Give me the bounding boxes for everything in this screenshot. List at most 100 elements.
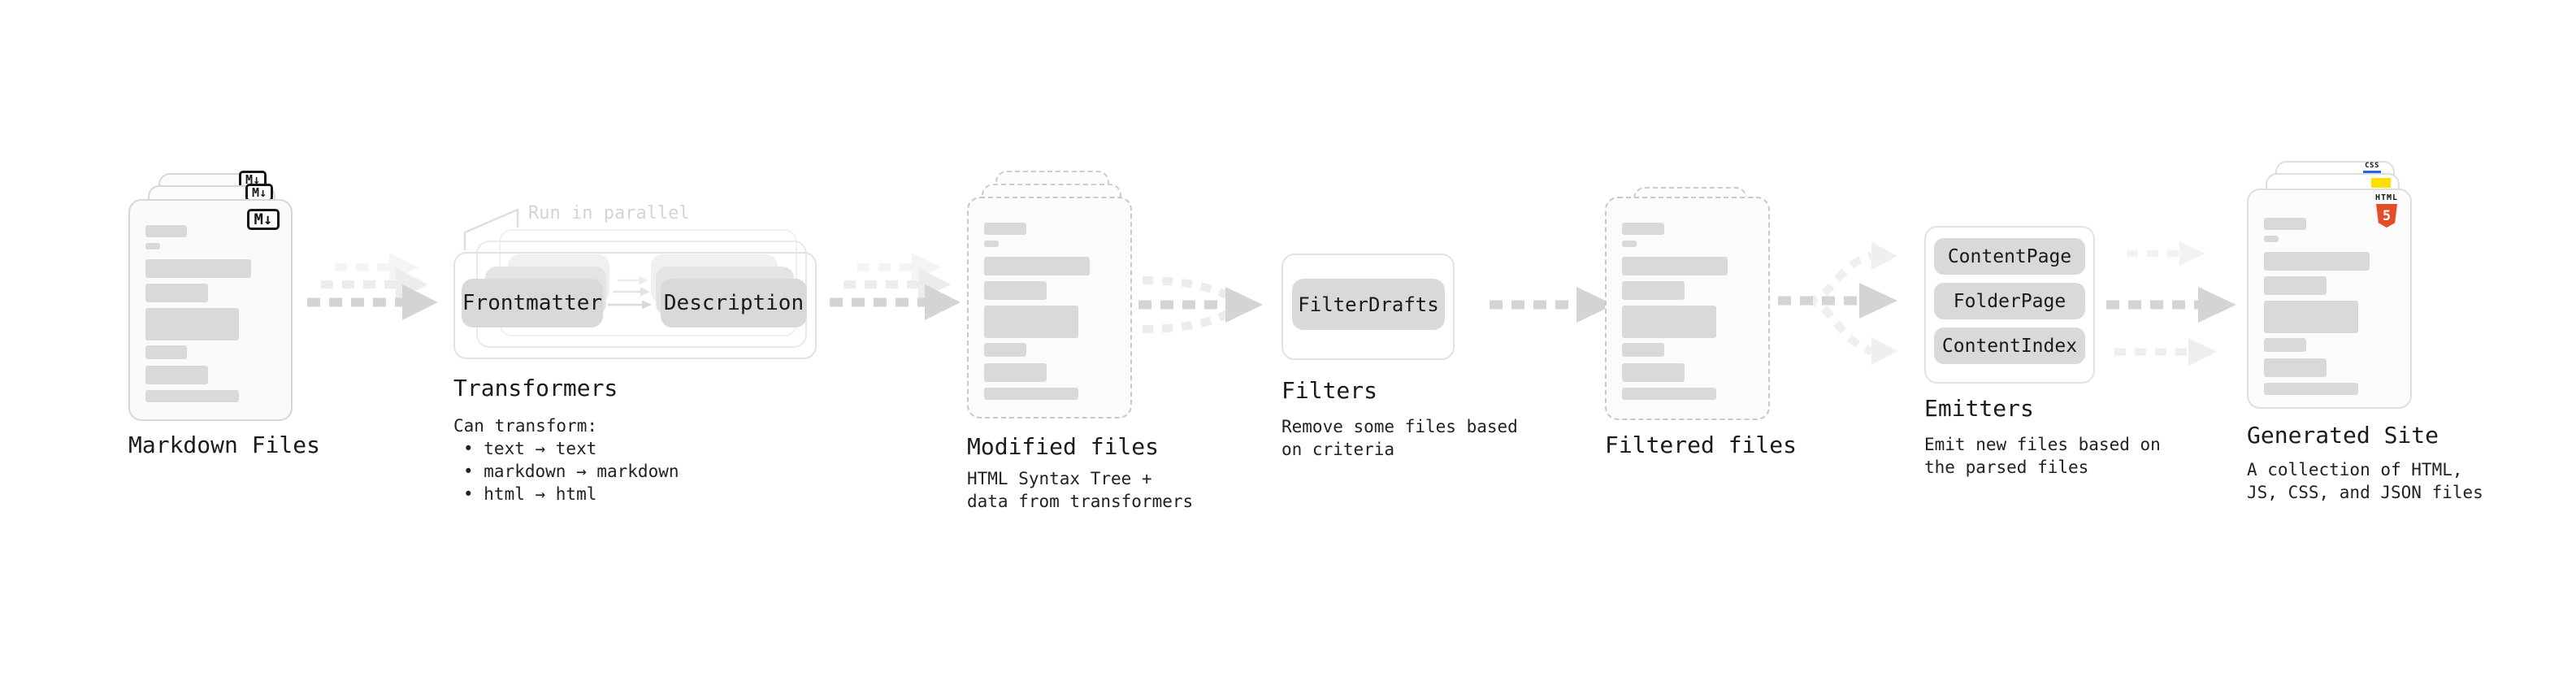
document-placeholder-lines <box>1622 223 1753 400</box>
callout-line <box>463 208 519 250</box>
html5-icon-five: 5 <box>2382 207 2392 224</box>
arrowhead <box>1576 287 1614 323</box>
placeholder-text-bar <box>145 366 208 384</box>
placeholder-text-bar <box>2264 338 2306 352</box>
ghost-arrow <box>2114 338 2217 366</box>
emitter-pill-contentindex: ContentIndex <box>1934 327 2085 364</box>
placeholder-text-bar <box>145 243 160 249</box>
placeholder-text-bar <box>145 259 251 278</box>
placeholder-text-bar <box>984 257 1091 275</box>
markdown-file-card: M↓ <box>128 199 293 421</box>
generated-site-label: Generated Site <box>2247 422 2439 449</box>
emitters-note-line: Emit new files based on <box>1924 435 2161 454</box>
arrowhead <box>1859 283 1897 319</box>
placeholder-text-bar <box>1622 363 1685 382</box>
arrowhead <box>642 300 652 310</box>
curved-dashed-line <box>1142 306 1236 333</box>
run-in-parallel-label: Run in parallel <box>528 203 690 223</box>
main-arrow <box>307 284 438 320</box>
placeholder-text-bar <box>984 223 1026 235</box>
modified-file-card <box>967 197 1132 419</box>
flow-arrow-markdown-to-transformers <box>307 253 438 320</box>
arrowhead <box>925 284 961 320</box>
arrowhead <box>2188 338 2217 366</box>
emitters-label: Emitters <box>1924 395 2034 422</box>
flow-arrow-transformers-to-modified <box>830 253 961 320</box>
curved-dashed-line <box>1806 297 1873 355</box>
transformers-note-line: • html → html <box>463 484 597 504</box>
css-icon-text: CSS <box>2365 162 2379 170</box>
placeholder-text-bar <box>2264 236 2279 242</box>
filters-note-line: on criteria <box>1281 440 1395 459</box>
filtered-files-label: Filtered files <box>1605 432 1798 458</box>
modified-files-label: Modified files <box>967 433 1160 460</box>
placeholder-text-bar <box>145 390 240 402</box>
flow-arrow-fan-out-to-emitters <box>1778 242 1897 365</box>
transformer-frame <box>453 252 817 359</box>
placeholder-text-bar <box>145 284 208 302</box>
modified-files-note-line: HTML Syntax Tree + <box>967 469 1152 488</box>
placeholder-text-bar <box>2264 301 2358 333</box>
placeholder-text-bar <box>2264 383 2358 395</box>
placeholder-text-bar <box>984 388 1078 400</box>
generated-site-note-line: A collection of HTML, <box>2247 460 2463 479</box>
transformers-label: Transformers <box>453 375 618 401</box>
transformer-pill-description: Description <box>661 279 807 327</box>
placeholder-text-bar <box>1622 343 1664 357</box>
emitter-pill-contentpage: ContentPage <box>1934 238 2085 275</box>
css-icon: CSS <box>2361 162 2383 174</box>
placeholder-text-bar <box>1622 306 1716 338</box>
arrowhead <box>402 284 438 320</box>
filter-pill-filterdrafts: FilterDrafts <box>1292 279 1445 330</box>
flow-arrow-filters-to-filtered <box>1490 287 1614 323</box>
ghost-arrow <box>2127 241 2205 266</box>
placeholder-text-bar <box>1622 241 1637 247</box>
transformers-note-line: • text → text <box>463 439 597 458</box>
markdown-icon: M↓ <box>247 209 280 230</box>
placeholder-text-bar <box>2264 276 2327 295</box>
main-arrow <box>830 284 961 320</box>
placeholder-text-bar <box>2264 358 2327 377</box>
placeholder-text-bar <box>1622 281 1685 300</box>
css-icon-underline <box>2363 171 2381 174</box>
placeholder-text-bar <box>2264 218 2306 230</box>
placeholder-text-bar <box>145 345 188 359</box>
flow-arrow-fan-in-to-filters <box>1138 276 1263 333</box>
flow-arrows-emitters-to-site <box>2106 241 2236 366</box>
curved-dashed-line <box>1142 276 1236 303</box>
html5-icon: HTML 5 <box>2373 193 2400 228</box>
main-arrow <box>2106 287 2236 323</box>
document-placeholder-lines <box>145 225 275 402</box>
parallel-mini-arrows <box>608 275 652 310</box>
placeholder-text-bar <box>1622 257 1728 275</box>
placeholder-text-bar <box>145 225 188 237</box>
transformers-note-line: • markdown → markdown <box>463 462 679 481</box>
placeholder-text-bar <box>984 343 1026 357</box>
markdown-icon: M↓ <box>245 184 273 202</box>
filters-label: Filters <box>1281 377 1378 404</box>
site-file-card-html: HTML 5 <box>2247 189 2412 409</box>
emitter-pill-folderpage: FolderPage <box>1934 283 2085 319</box>
arrowhead <box>640 287 650 297</box>
placeholder-text-bar <box>984 241 999 247</box>
transformers-note-line: Can transform: <box>453 416 598 436</box>
modified-files-note-line: data from transformers <box>967 492 1194 511</box>
generated-site-note-line: JS, CSS, and JSON files <box>2247 483 2483 502</box>
placeholder-text-bar <box>984 363 1047 382</box>
javascript-icon <box>2371 178 2391 188</box>
placeholder-text-bar <box>1622 223 1664 235</box>
html5-icon-text: HTML <box>2374 193 2399 202</box>
filters-note-line: Remove some files based <box>1281 417 1518 436</box>
markdown-files-label: Markdown Files <box>128 432 321 458</box>
arrowhead <box>1871 337 1897 365</box>
document-placeholder-lines <box>2264 218 2395 395</box>
document-placeholder-lines <box>984 223 1115 400</box>
arrowhead <box>2198 287 2236 323</box>
filtered-file-card <box>1605 197 1770 420</box>
arrowhead <box>2179 241 2205 266</box>
placeholder-text-bar <box>984 281 1047 300</box>
placeholder-text-bar <box>2264 252 2370 271</box>
emitters-note-line: the parsed files <box>1924 458 2089 477</box>
placeholder-text-bar <box>1622 388 1716 400</box>
